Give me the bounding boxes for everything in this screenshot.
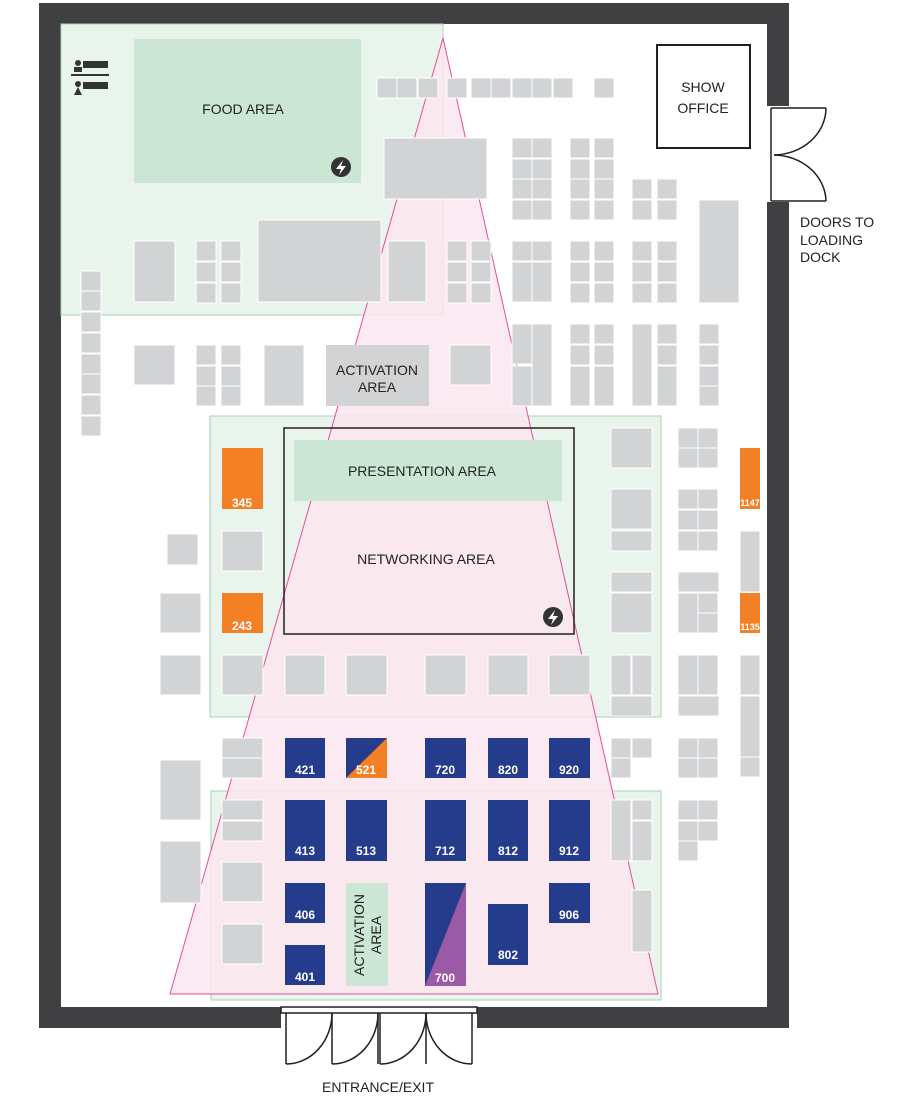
activation-area-top-label-1: ACTIVATION [336, 362, 418, 378]
booth-906[interactable] [549, 883, 590, 923]
booth-820[interactable] [488, 738, 528, 778]
grey-booths [80, 77, 761, 965]
loading-dock-label-2: LOADING [800, 232, 863, 248]
booth-513[interactable] [346, 800, 387, 861]
show-office-label-1: SHOW [681, 79, 725, 95]
booth-513-label: 513 [356, 844, 376, 858]
presentation-area-label: PRESENTATION AREA [348, 463, 497, 479]
booth-406-label: 406 [295, 908, 315, 922]
booth-700-purple-split [425, 883, 466, 986]
booth-421[interactable] [285, 738, 325, 778]
booth-1135-label: 1135 [740, 622, 760, 632]
entrance-doors[interactable] [280, 1006, 478, 1065]
show-office-label-2: OFFICE [677, 100, 728, 116]
booth-1147[interactable] [740, 448, 760, 509]
food-area-label: FOOD AREA [202, 101, 284, 117]
show-office[interactable] [656, 44, 751, 149]
booth-906-label: 906 [559, 908, 579, 922]
booth-712-label: 712 [435, 844, 455, 858]
activation-area-bottom-label-1: ACTIVATION [351, 894, 367, 976]
networking-area-label: NETWORKING AREA [357, 551, 495, 567]
booth-421-label: 421 [295, 763, 315, 777]
booth-401[interactable] [285, 945, 325, 985]
booth-1135[interactable] [740, 593, 760, 633]
booth-812-label: 812 [498, 844, 518, 858]
booth-920-label: 920 [559, 763, 579, 777]
booth-720[interactable] [425, 738, 466, 778]
booth-912[interactable] [549, 800, 590, 861]
booth-802-label: 802 [498, 948, 518, 962]
booth-820-label: 820 [498, 763, 518, 777]
loading-dock-label-3: DOCK [800, 249, 841, 265]
booth-413-label: 413 [295, 844, 315, 858]
orange-booths [222, 448, 760, 633]
food-area[interactable] [134, 39, 361, 183]
booth-243[interactable] [222, 593, 263, 633]
booth-712[interactable] [425, 800, 466, 861]
activation-area-bottom[interactable] [346, 883, 388, 986]
booth-521-orange-split [346, 738, 387, 778]
loading-dock-doors[interactable] [770, 107, 827, 202]
booth-920[interactable] [549, 738, 590, 778]
booth-243-label: 243 [232, 619, 252, 633]
booth-345[interactable] [222, 448, 263, 509]
booth-521-label: 521 [356, 763, 376, 777]
booth-401-label: 401 [295, 970, 315, 984]
entrance-exit-label: ENTRANCE/EXIT [322, 1079, 434, 1095]
activation-area-top[interactable] [326, 345, 429, 406]
booth-720-label: 720 [435, 763, 455, 777]
booth-802[interactable] [488, 904, 528, 965]
networking-area-outline[interactable] [283, 427, 575, 635]
activation-area-bottom-label-2: AREA [368, 915, 384, 954]
loading-dock-label-1: DOORS TO [800, 214, 874, 230]
activation-area-top-label-2: AREA [358, 379, 397, 395]
booth-413[interactable] [285, 800, 325, 861]
booth-812[interactable] [488, 800, 528, 861]
booth-406[interactable] [285, 883, 325, 923]
presentation-area[interactable] [294, 440, 562, 501]
booth-345-label: 345 [232, 496, 252, 510]
booth-700-label: 700 [435, 971, 455, 985]
booth-1147-label: 1147 [740, 498, 760, 508]
power-icon [331, 157, 351, 177]
booth-912-label: 912 [559, 844, 579, 858]
power-icon [543, 607, 563, 627]
restroom-icon [71, 60, 109, 95]
